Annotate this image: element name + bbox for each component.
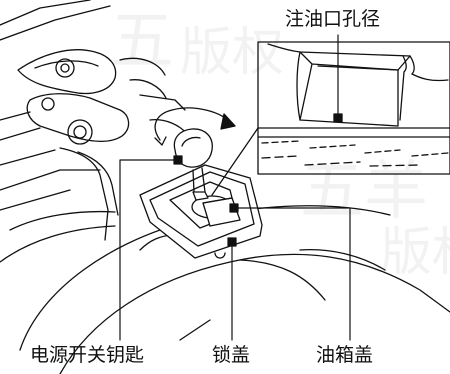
fuel-inlet-diameter-label: 注油口孔径 xyxy=(285,8,381,30)
leader-lines xyxy=(119,155,351,341)
lock-cover-label: 锁盖 xyxy=(212,344,251,366)
fuel-tank-cap-label: 油箱盖 xyxy=(316,344,374,366)
ignition-key-label: 电源开关钥匙 xyxy=(30,344,145,366)
fuel-cap-assembly xyxy=(139,107,263,259)
inset-connector xyxy=(211,127,259,196)
inset-detail xyxy=(257,34,450,175)
